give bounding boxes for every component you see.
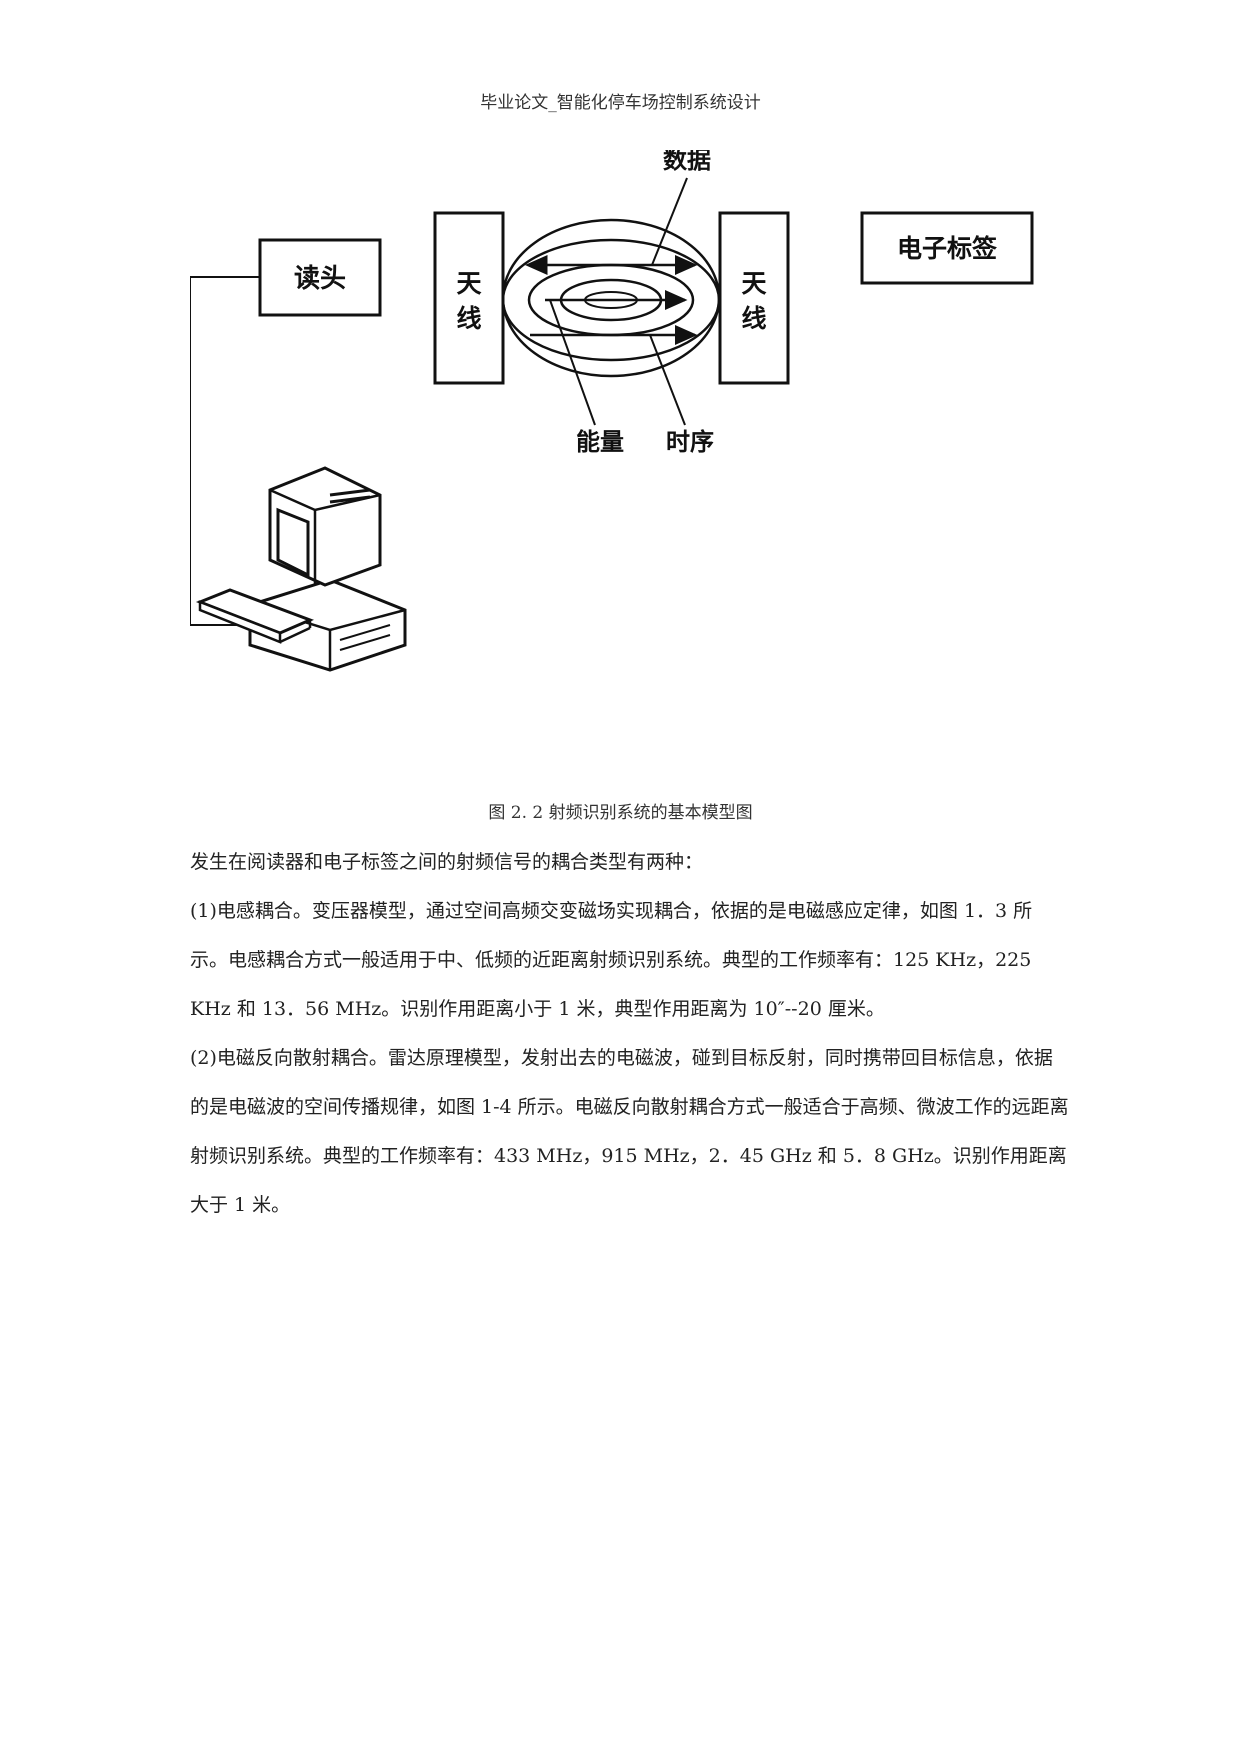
intro-paragraph: 发生在阅读器和电子标签之间的射频信号的耦合类型有两种： xyxy=(190,851,704,873)
page-header: 毕业论文_智能化停车场控制系统设计 xyxy=(480,93,761,113)
data-label: 数据 xyxy=(663,150,711,174)
body-text: 发生在阅读器和电子标签之间的射频信号的耦合类型有两种： (1)电感耦合。变压器模… xyxy=(190,838,1070,1230)
coupling-field xyxy=(501,218,721,378)
reader-label: 读头 xyxy=(294,264,346,294)
timing-leader-line xyxy=(649,334,686,426)
energy-leader-line xyxy=(549,299,596,426)
left-antenna-label-1: 天 xyxy=(456,269,481,298)
right-antenna-label-1: 天 xyxy=(741,269,766,298)
left-antenna-label-2: 线 xyxy=(456,304,481,333)
timing-label: 时序 xyxy=(666,428,714,456)
rfid-model-figure: 读头 xyxy=(190,150,1190,735)
figure-caption: 图 2. 2 射频识别系统的基本模型图 xyxy=(488,803,753,823)
data-leader-line xyxy=(651,177,688,266)
backscatter-coupling-paragraph: (2)电磁反向散射耦合。雷达原理模型，发射出去的电磁波，碰到目标反射，同时携带回… xyxy=(190,1047,1069,1216)
left-antenna-box: 天 线 xyxy=(433,211,505,385)
electronic-tag-label: 电子标签 xyxy=(897,234,998,263)
inductive-coupling-paragraph: (1)电感耦合。变压器模型，通过空间高频交变磁场实现耦合，依据的是电磁感应定律，… xyxy=(190,900,1033,1020)
energy-label: 能量 xyxy=(576,428,624,456)
computer-icon xyxy=(195,466,407,672)
right-antenna-box: 天 线 xyxy=(718,211,790,385)
electronic-tag-box: 电子标签 xyxy=(860,211,1034,285)
reader-computer-cable xyxy=(190,276,265,626)
right-antenna-label-2: 线 xyxy=(741,304,766,333)
reader-box: 读头 xyxy=(258,238,382,317)
